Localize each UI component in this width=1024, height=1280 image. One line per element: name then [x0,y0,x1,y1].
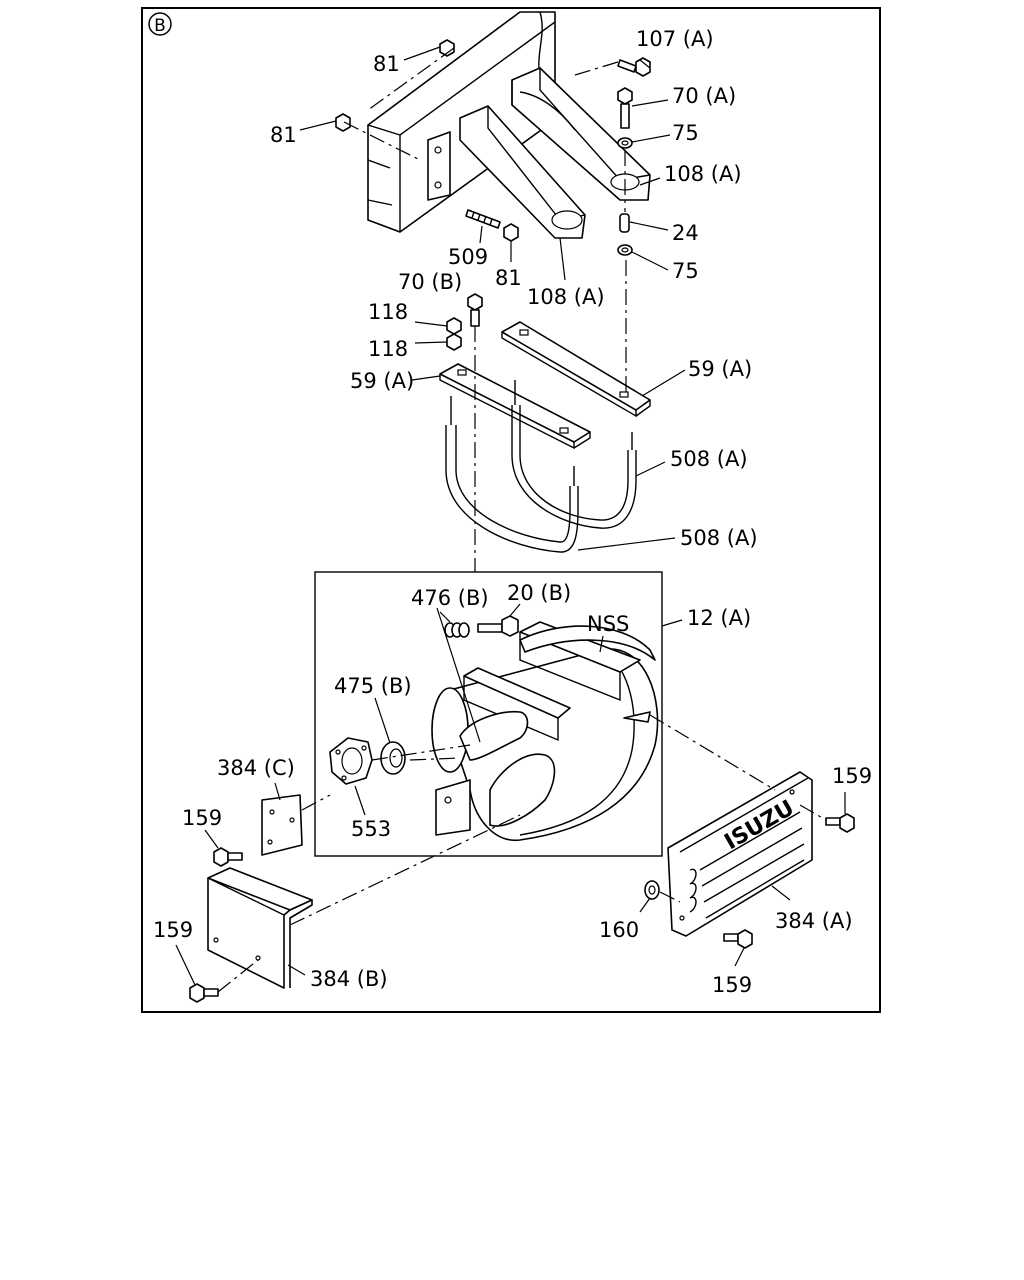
label-159-left-bottom: 159 [153,918,193,942]
washer-75-bottom [617,244,633,256]
label-118-top: 118 [368,300,408,324]
bolt-159-left-top [213,847,243,867]
label-159-left-top: 159 [182,806,222,830]
label-508a-bottom: 508 (A) [680,526,758,550]
u-strap-508a-back [511,380,637,529]
u-strap-508a-front [445,396,579,553]
nut-118-bottom [446,333,462,351]
leader-lines [175,46,846,986]
pin-24 [619,213,630,233]
bolt-159-left-bottom [189,983,219,1003]
label-108a-bottom: 108 (A) [527,285,605,309]
section-marker-letter: B [154,16,166,36]
bolt-20b [477,615,519,637]
bolt-70b [467,293,483,327]
label-159-right-top: 159 [832,764,872,788]
diagram-frame [141,7,881,1013]
label-160: 160 [599,918,639,942]
bolt-159-right-top [825,813,855,833]
bolt-159-right-bottom [723,929,753,949]
heat-shield-384b [207,867,313,989]
strap-bracket-59a-right [501,321,651,418]
label-107a: 107 (A) [636,27,714,51]
label-553: 553 [351,817,391,841]
heat-protector-nss [519,625,656,661]
section-marker: B [148,12,172,36]
label-59a-right: 59 (A) [688,357,752,381]
label-59a-left: 59 (A) [350,369,414,393]
label-475b: 475 (B) [334,674,412,698]
flange-553 [329,737,373,785]
label-159-right-bottom: 159 [712,973,752,997]
nut-81-left [335,113,351,132]
label-24: 24 [672,221,699,245]
washer-75-top [617,137,633,149]
label-12a: 12 (A) [687,606,751,630]
callout-labels: 81 81 107 (A) 70 (A) 75 108 (A) 24 75 50… [153,27,872,997]
nut-81-top [439,39,455,57]
label-81-mid: 81 [495,266,522,290]
label-108a-right: 108 (A) [664,162,742,186]
muffler-12a [431,621,659,841]
hanger-bracket-left [427,105,586,239]
gasket-475b [380,741,406,775]
bolt-70a [617,87,633,129]
label-384b: 384 (B) [310,967,388,991]
label-81-top: 81 [373,52,400,76]
spring-476b [444,622,470,638]
label-75-bottom: 75 [672,259,699,283]
nut-81-mid [503,223,519,242]
label-81-left: 81 [270,123,297,147]
label-509: 509 [448,245,488,269]
label-75-top: 75 [672,121,699,145]
label-118-bottom: 118 [368,337,408,361]
heat-shield-384c [261,794,303,856]
nut-118-top [446,317,462,335]
label-70a: 70 (A) [672,84,736,108]
label-70b: 70 (B) [398,270,462,294]
label-508a-top: 508 (A) [670,447,748,471]
washer-160 [644,880,660,900]
label-384c: 384 (C) [217,756,295,780]
muffler-assembly-box [314,571,663,857]
label-nss: NSS [587,612,629,636]
label-384a: 384 (A) [775,909,853,933]
bolt-107a [617,57,651,77]
label-476b: 476 (B) [411,586,489,610]
stud-509 [465,209,501,229]
label-20b: 20 (B) [507,581,571,605]
